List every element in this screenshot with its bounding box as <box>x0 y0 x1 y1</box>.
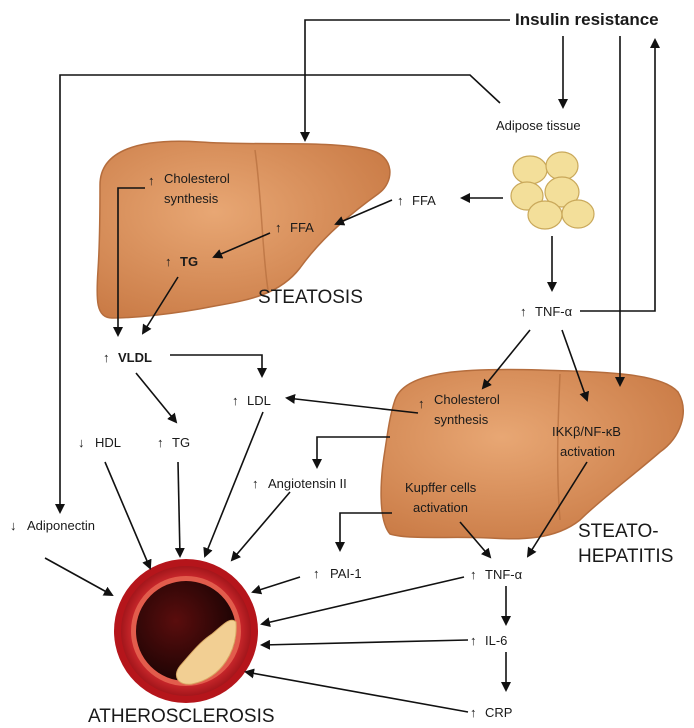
steatosis-label: STEATOSIS <box>258 287 363 308</box>
hdl-label: HDL <box>95 435 121 450</box>
crp-label: CRP <box>485 705 512 720</box>
cholesterol-synthesis-bottom-line1: Cholesterol <box>434 392 500 407</box>
il6-label: IL-6 <box>485 633 507 648</box>
ffa-liver-label: FFA <box>290 220 314 235</box>
up-arrow-icon: ↑ <box>397 193 404 208</box>
cholesterol-synthesis-top-line2: synthesis <box>164 191 219 206</box>
up-arrow-icon: ↑ <box>313 566 320 581</box>
adipose-tissue-label: Adipose tissue <box>496 118 581 133</box>
up-arrow-icon: ↑ <box>470 705 477 720</box>
up-arrow-icon: ↑ <box>103 350 110 365</box>
up-arrow-icon: ↑ <box>470 633 477 648</box>
pai1-label: PAI-1 <box>330 566 362 581</box>
up-arrow-icon: ↑ <box>520 304 527 319</box>
tnf-alpha-bottom-label: TNF-α <box>485 567 523 582</box>
cholesterol-synthesis-top-line1: Cholesterol <box>164 171 230 186</box>
ldl-label: LDL <box>247 393 271 408</box>
cholesterol-synthesis-bottom-line2: synthesis <box>434 412 489 427</box>
up-arrow-icon: ↑ <box>275 220 282 235</box>
down-arrow-icon: ↓ <box>10 518 17 533</box>
adiponectin-label: Adiponectin <box>27 518 95 533</box>
up-arrow-icon: ↑ <box>252 476 259 491</box>
insulin-resistance-label: Insulin resistance <box>515 10 659 29</box>
down-arrow-icon: ↓ <box>78 435 85 450</box>
ffa-adipose-label: FFA <box>412 193 436 208</box>
adipose-cells <box>511 152 594 229</box>
up-arrow-icon: ↑ <box>232 393 239 408</box>
steatohepatitis-label-line1: STEATO- <box>578 521 659 542</box>
tg-blood-label: TG <box>172 435 190 450</box>
tg-liver-label: TG <box>180 254 198 269</box>
ikk-label-line2: activation <box>560 444 615 459</box>
vldl-label: VLDL <box>118 350 152 365</box>
up-arrow-icon: ↑ <box>148 173 155 188</box>
steatohepatitis-label-line2: HEPATITIS <box>578 546 673 567</box>
up-arrow-icon: ↑ <box>165 254 172 269</box>
artery-cross-section <box>114 559 258 703</box>
atherosclerosis-label: ATHEROSCLEROSIS <box>88 706 275 727</box>
tnf-alpha-top-label: TNF-α <box>535 304 573 319</box>
up-arrow-icon: ↑ <box>418 396 425 411</box>
up-arrow-icon: ↑ <box>157 435 164 450</box>
ikk-label-line1: IKKβ/NF-κB <box>552 424 621 439</box>
kupffer-label-line1: Kupffer cells <box>405 480 477 495</box>
up-arrow-icon: ↑ <box>470 567 477 582</box>
angiotensin-label: Angiotensin II <box>268 476 347 491</box>
kupffer-label-line2: activation <box>413 500 468 515</box>
